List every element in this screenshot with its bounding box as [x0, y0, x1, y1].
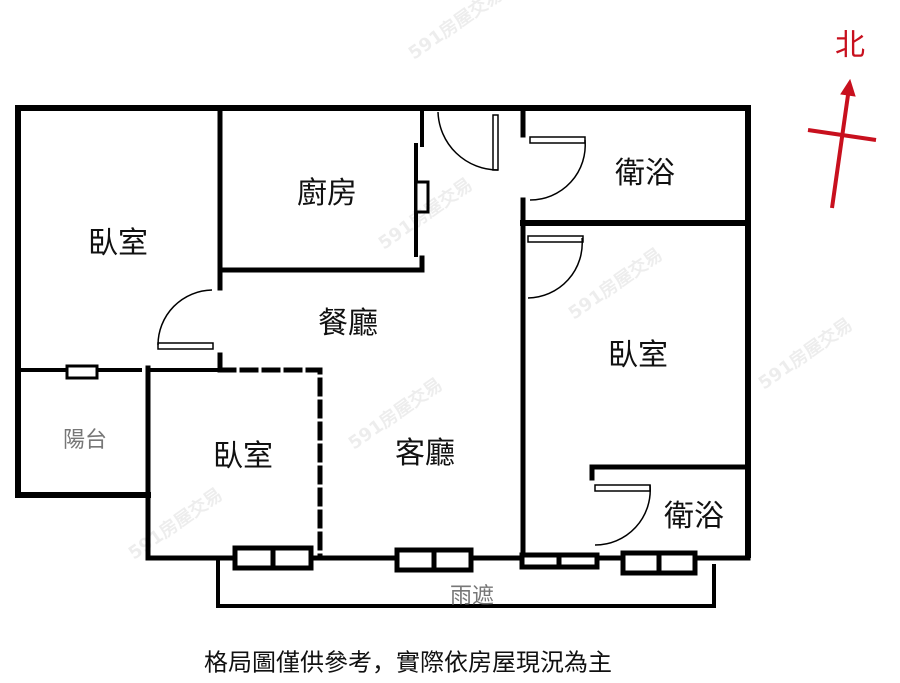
kitchen-wall [217, 105, 425, 273]
north-label: 北 [835, 28, 865, 63]
door-bath2 [594, 484, 651, 546]
kitchen-window [414, 180, 430, 214]
room-label-kitchen: 廚房 [297, 176, 357, 211]
door-bath1 [529, 139, 586, 201]
room-label-bathroom: 衛浴 [664, 499, 724, 534]
room-label-balcony: 陽台 [62, 428, 108, 453]
door-entry [437, 111, 499, 171]
room-label-bedroom: 臥室 [88, 226, 148, 261]
room-label-bedroom: 臥室 [213, 439, 273, 474]
room-label-dining: 餐廳 [318, 306, 378, 341]
left-wall [15, 105, 151, 498]
room-label-canopy: 雨遮 [449, 584, 495, 609]
room-label-bathroom: 衛浴 [615, 156, 675, 191]
compass-arrow-icon [807, 78, 877, 209]
door-bedroom2 [527, 237, 583, 299]
bedroom3-dashed-wall [217, 367, 323, 561]
outer-wall [15, 105, 751, 558]
balcony-window [65, 364, 99, 380]
canopy-outline [216, 556, 716, 608]
disclaimer-text: 格局圖僅供參考，實際依房屋現況為主 [204, 648, 612, 677]
door-bedroom1 [157, 289, 213, 346]
room-label-living-room: 客廳 [395, 436, 455, 471]
bathroom2-wall [589, 464, 751, 481]
room-label-bedroom: 臥室 [608, 338, 668, 373]
